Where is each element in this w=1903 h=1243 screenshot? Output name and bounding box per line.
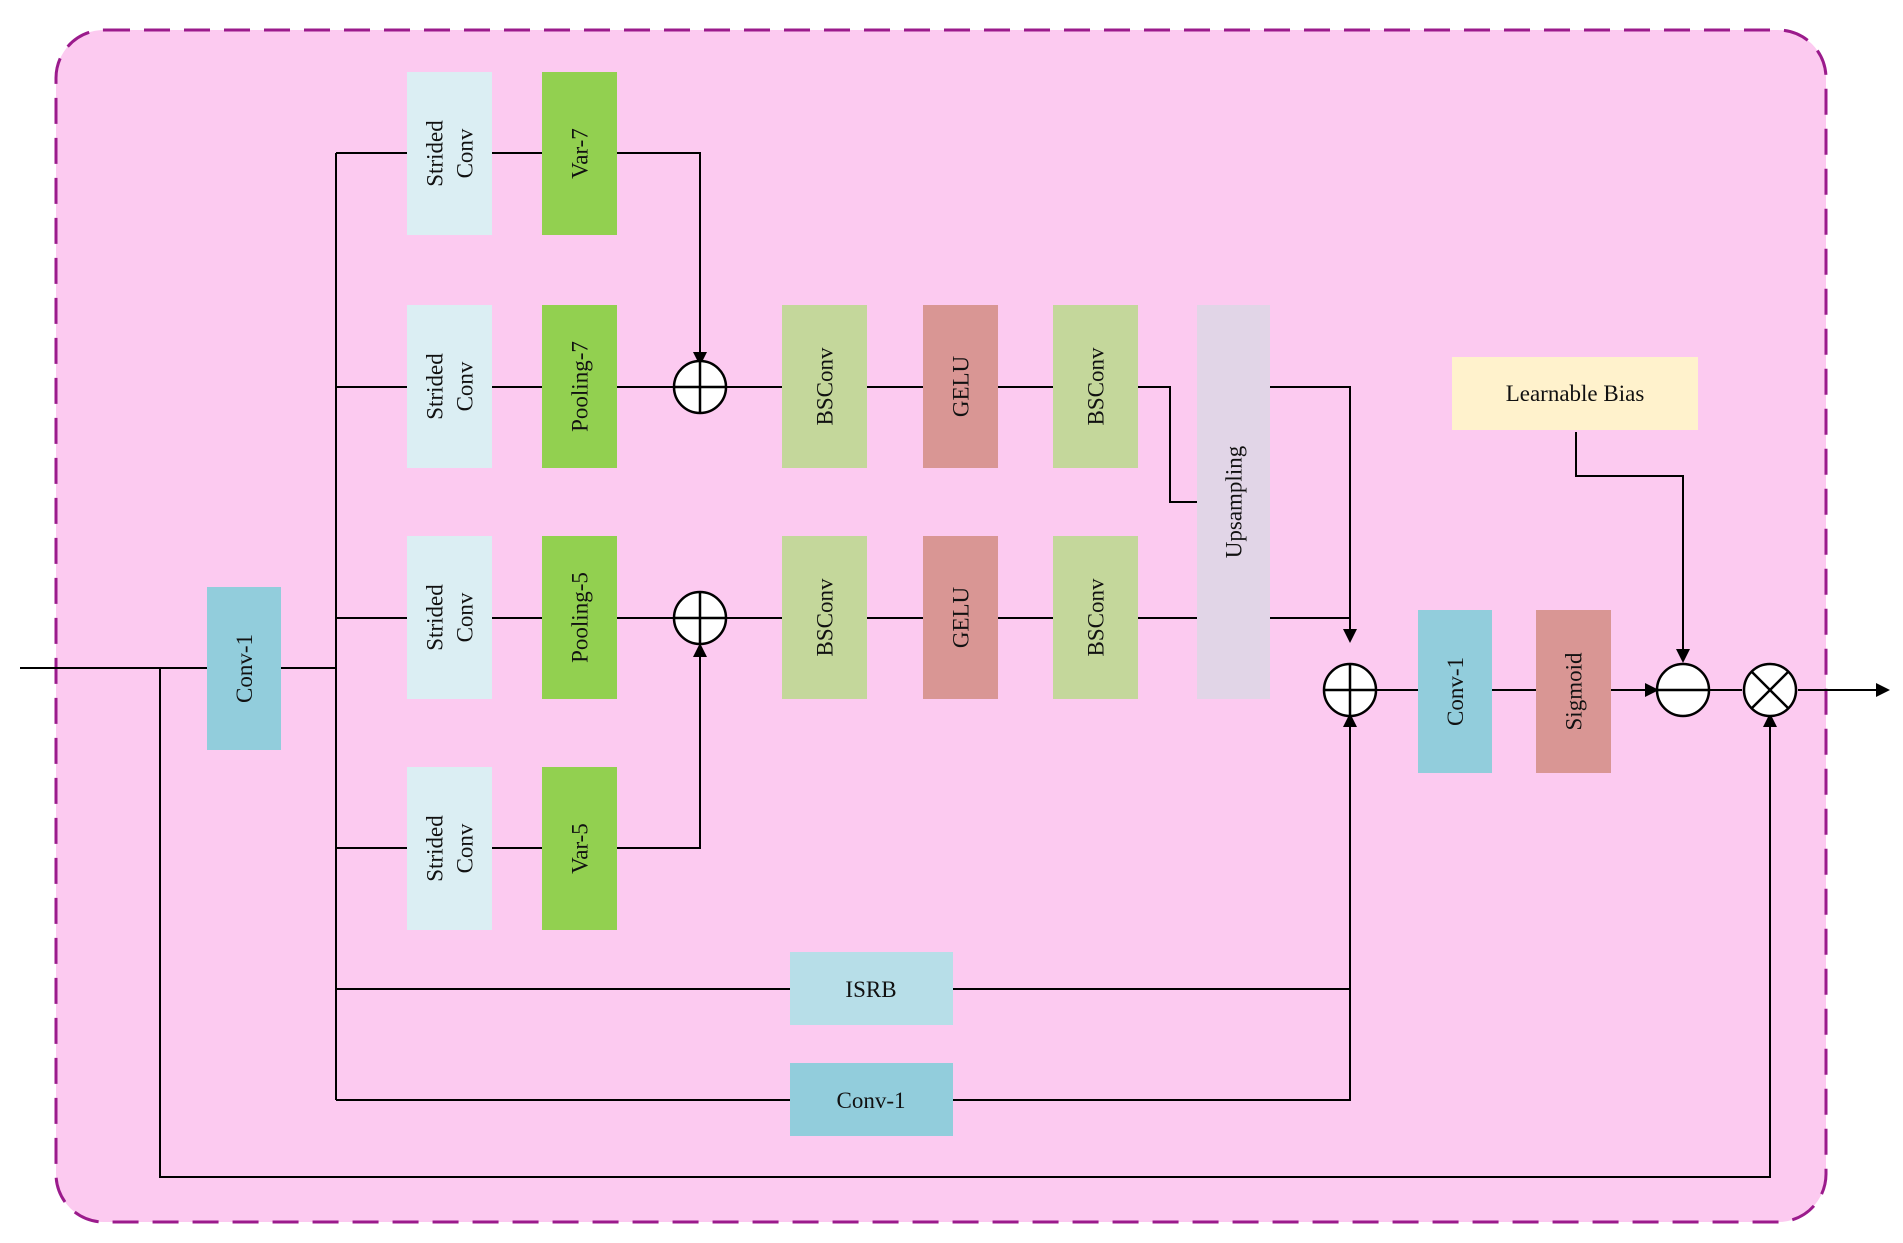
- sigmoid-label: Sigmoid: [1562, 652, 1587, 730]
- isrb-block: ISRB: [790, 952, 953, 1025]
- pooling7-block: Pooling-7: [542, 305, 617, 468]
- pooling5-label: Pooling-5: [568, 572, 593, 663]
- connection-lines: [20, 152, 1890, 1178]
- conv1-output-label: Conv-1: [1443, 657, 1468, 726]
- conv1-input-label: Conv-1: [232, 634, 257, 703]
- bsconv-block-3: BSConv: [782, 536, 867, 699]
- bsconv-block-2: BSConv: [1053, 305, 1138, 468]
- upsampling-label: Upsampling: [1222, 445, 1247, 558]
- bsconv-block-1: BSConv: [782, 305, 867, 468]
- gelu-block-2: GELU: [923, 536, 998, 699]
- bsconv-block-4: BSConv: [1053, 536, 1138, 699]
- subtract-operator: [1655, 662, 1711, 718]
- gelu-label-1: GELU: [949, 355, 974, 417]
- isrb-label: ISRB: [845, 977, 896, 1002]
- var5-block: Var-5: [542, 767, 617, 930]
- var7-label: Var-7: [568, 128, 593, 179]
- add-operator-merge: [1322, 662, 1378, 718]
- gelu-block-1: GELU: [923, 305, 998, 468]
- learnable-bias-label: Learnable Bias: [1506, 381, 1645, 406]
- conv1-branch-label: Conv-1: [837, 1088, 906, 1113]
- bsconv-label-1: BSConv: [813, 347, 838, 425]
- sigmoid-block: Sigmoid: [1536, 610, 1611, 773]
- add-operator-bottom: [672, 590, 728, 646]
- var7-block: Var-7: [542, 72, 617, 235]
- pooling7-label: Pooling-7: [568, 341, 593, 432]
- multiply-operator: [1742, 662, 1798, 718]
- add-operator-top: [672, 359, 728, 415]
- bsconv-label-4: BSConv: [1084, 578, 1109, 656]
- upsampling-block: Upsampling: [1197, 305, 1270, 699]
- bsconv-label-3: BSConv: [813, 578, 838, 656]
- var5-label: Var-5: [568, 823, 593, 874]
- conv1-branch-block: Conv-1: [790, 1063, 953, 1136]
- conv1-input-block: Conv-1: [207, 587, 281, 750]
- conv1-output-block: Conv-1: [1418, 610, 1492, 773]
- gelu-label-2: GELU: [949, 586, 974, 648]
- bsconv-label-2: BSConv: [1084, 347, 1109, 425]
- learnable-bias-block: Learnable Bias: [1452, 357, 1698, 430]
- operators: [672, 359, 1798, 718]
- pooling5-block: Pooling-5: [542, 536, 617, 699]
